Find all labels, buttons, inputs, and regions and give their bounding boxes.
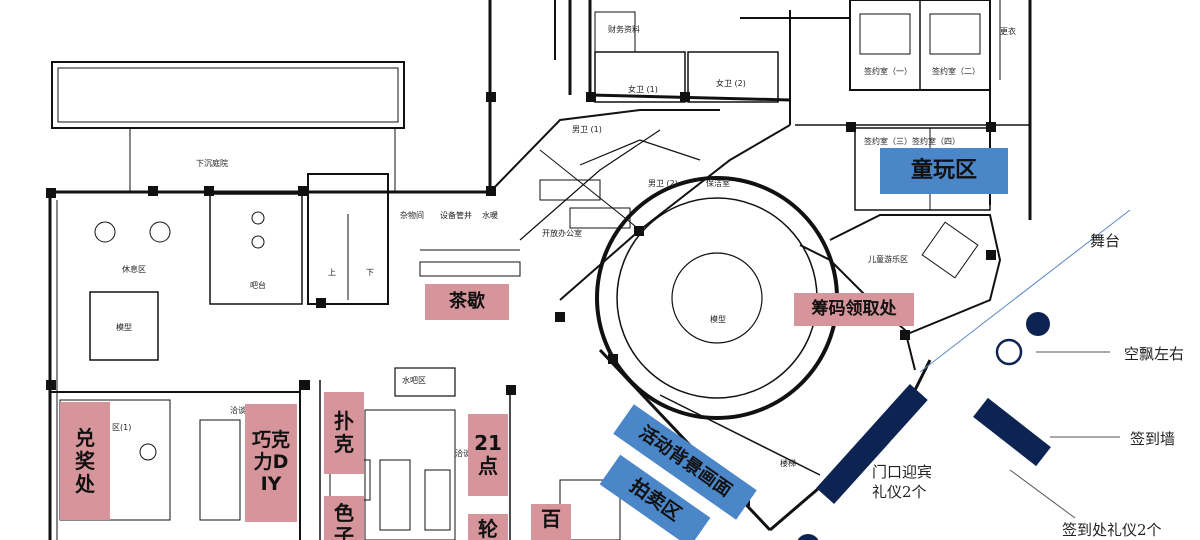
sign-wall-bar	[973, 397, 1051, 467]
stage-line	[919, 209, 1131, 373]
bottom-marker-icon	[797, 534, 819, 540]
label-sign-34: 签约室（三）签约室（四）	[864, 136, 960, 146]
zone-chocolate: 巧克力DIY	[245, 404, 297, 522]
zone-chip-desk: 筹码领取处	[794, 293, 914, 326]
label-equipment: 设备管井	[440, 210, 472, 220]
label-stairs-down: 下	[366, 268, 374, 277]
zone-poker: 扑克	[324, 392, 364, 474]
label-finance: 财务资料	[608, 24, 640, 34]
balloon-filled-icon	[1026, 312, 1050, 336]
label-sign-2: 签约室（二）	[932, 66, 980, 76]
label-model-center: 模型	[710, 314, 726, 324]
zone-roulette: 轮	[468, 514, 508, 540]
label-storage: 杂物间	[400, 210, 424, 220]
furniture	[94, 13, 981, 531]
event-markers	[797, 209, 1131, 540]
annotation-stage: 舞台	[1090, 232, 1121, 250]
door-greeter-bar	[816, 383, 928, 505]
label-water: 水暖	[482, 210, 498, 220]
zone-tea-break: 茶歇	[425, 284, 509, 320]
zone-kids: 童玩区	[880, 148, 1008, 194]
label-sign-1: 签约室（一）	[864, 66, 912, 76]
label-talk-2: 洽谈	[455, 448, 471, 458]
label-sunken: 下沉庭院	[196, 158, 228, 168]
label-model-left: 模型	[116, 322, 132, 332]
zone-dice: 色子	[324, 496, 364, 540]
label-water-bar: 水吧区	[402, 375, 426, 385]
pillars	[46, 92, 996, 506]
zone-blackjack: 21点	[468, 414, 508, 496]
zone-baccarat: 百	[531, 504, 571, 540]
model-left-box	[89, 291, 159, 361]
label-area: 区(1)	[112, 423, 131, 432]
balloon-outline-icon	[995, 338, 1023, 366]
annotation-balloons: 空飘左右	[1124, 345, 1185, 363]
label-elevator: 楼梯	[780, 458, 796, 468]
label-women-2: 女卫 (2)	[716, 78, 746, 88]
signin-pointer-line	[1009, 469, 1076, 519]
annotation-sign-wall: 签到墙	[1130, 430, 1176, 448]
label-cleaning: 保洁室	[706, 178, 730, 188]
label-changing: 更衣	[1000, 26, 1016, 36]
label-talk-1: 洽谈	[230, 405, 246, 415]
annotation-door-greeters: 门口迎宾 礼仪2个	[872, 463, 933, 502]
label-bar: 吧台	[250, 280, 266, 290]
annotation-signin-greeters: 签到处礼仪2个	[1062, 521, 1162, 539]
label-women-1: 女卫 (1)	[628, 84, 658, 94]
plan-text: 财务资料 女卫 (1) 女卫 (2) 男卫 (1) 男卫 (2) 保洁室 开放办…	[112, 24, 1016, 468]
label-kids: 儿童游乐区	[868, 254, 908, 264]
label-stairs-up: 上	[328, 268, 336, 277]
label-office: 开放办公室	[542, 228, 582, 238]
label-men-1: 男卫 (1)	[572, 125, 602, 134]
label-lounge: 休息区	[122, 264, 146, 274]
label-men-2: 男卫 (2)	[648, 179, 678, 188]
top-stair-block	[51, 61, 405, 129]
walls	[48, 0, 1032, 540]
zone-prize: 兑奖处	[60, 402, 110, 520]
top-stair-inner	[57, 67, 399, 123]
